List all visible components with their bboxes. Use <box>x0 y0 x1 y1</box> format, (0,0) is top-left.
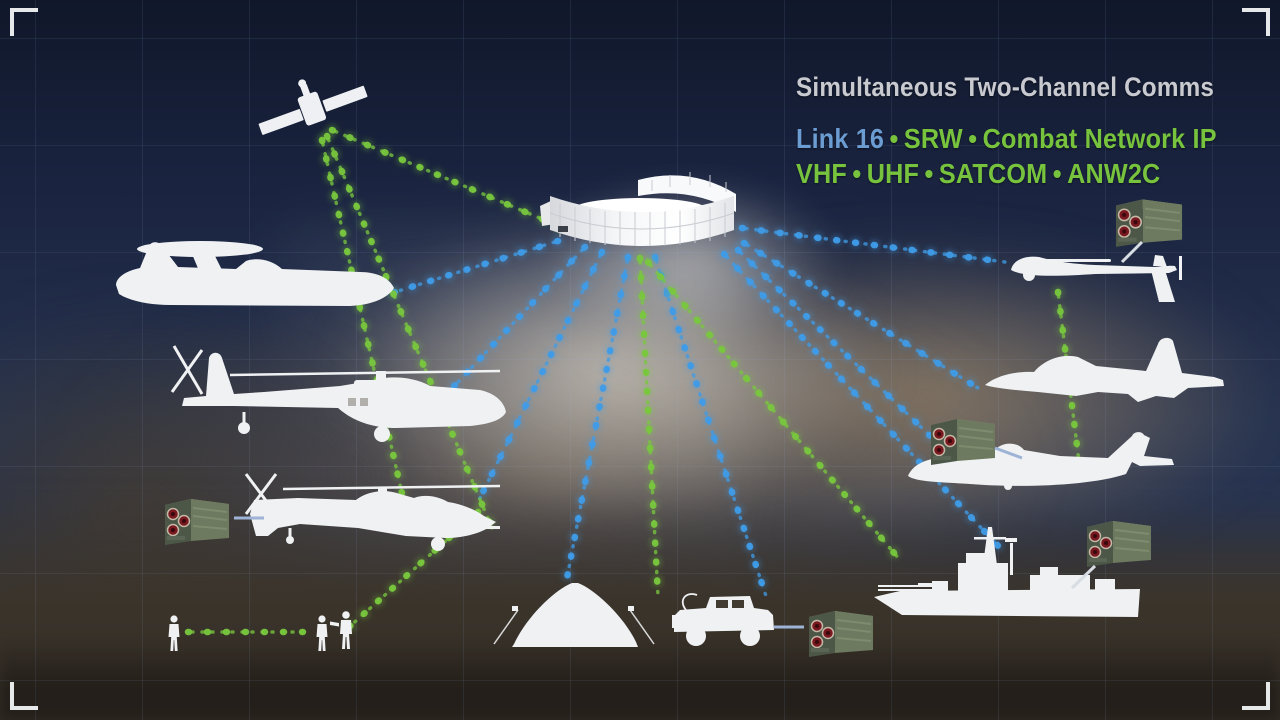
soldier-icon <box>164 614 184 654</box>
bullet-separator: • <box>889 123 899 154</box>
tent-icon <box>492 580 657 652</box>
channel-link16: Link 16 <box>796 123 885 154</box>
military-radio-icon <box>1112 186 1186 250</box>
frame-bracket-bottom-right <box>1242 682 1270 710</box>
channel-anw2c: ANW2C <box>1067 158 1161 189</box>
comms-array-hub-icon <box>540 160 745 260</box>
fighter-jet-icon <box>978 330 1233 415</box>
satellite-icon <box>255 68 373 148</box>
soldier-pointing-icon <box>330 610 358 652</box>
bullet-separator: • <box>924 158 934 189</box>
military-radio-icon <box>806 598 876 660</box>
channel-vhf: VHF <box>796 158 847 189</box>
channel-combat-network-ip: Combat Network IP <box>982 123 1217 154</box>
predator-uav-icon <box>1005 230 1190 305</box>
bullet-separator: • <box>1052 158 1062 189</box>
soldier-icon <box>312 614 332 654</box>
military-radio-icon <box>928 406 998 468</box>
frame-bracket-top-right <box>1242 8 1270 36</box>
page-title: Simultaneous Two-Channel Comms <box>796 72 1215 102</box>
channel-uhf: UHF <box>866 158 920 189</box>
military-radio-icon <box>1084 508 1154 570</box>
channel-line-1: Link 16•SRW•Combat Network IP <box>796 122 1217 155</box>
channel-srw: SRW <box>903 123 963 154</box>
frame-bracket-bottom-left <box>10 682 38 710</box>
bullet-separator: • <box>968 123 978 154</box>
channel-line-2: VHF•UHF•SATCOM•ANW2C <box>796 157 1174 190</box>
blackhawk-helicopter-icon <box>168 342 513 450</box>
military-radio-icon <box>162 486 232 548</box>
channel-satcom: SATCOM <box>938 158 1048 189</box>
apache-helicopter-icon <box>238 468 503 553</box>
bottom-terrain <box>0 640 1280 720</box>
header-text-block: Simultaneous Two-Channel Comms Link 16•S… <box>796 72 1217 190</box>
bullet-separator: • <box>852 158 862 189</box>
frame-bracket-top-left <box>10 8 38 36</box>
awacs-aircraft-icon <box>112 238 397 316</box>
humvee-icon <box>672 588 777 652</box>
